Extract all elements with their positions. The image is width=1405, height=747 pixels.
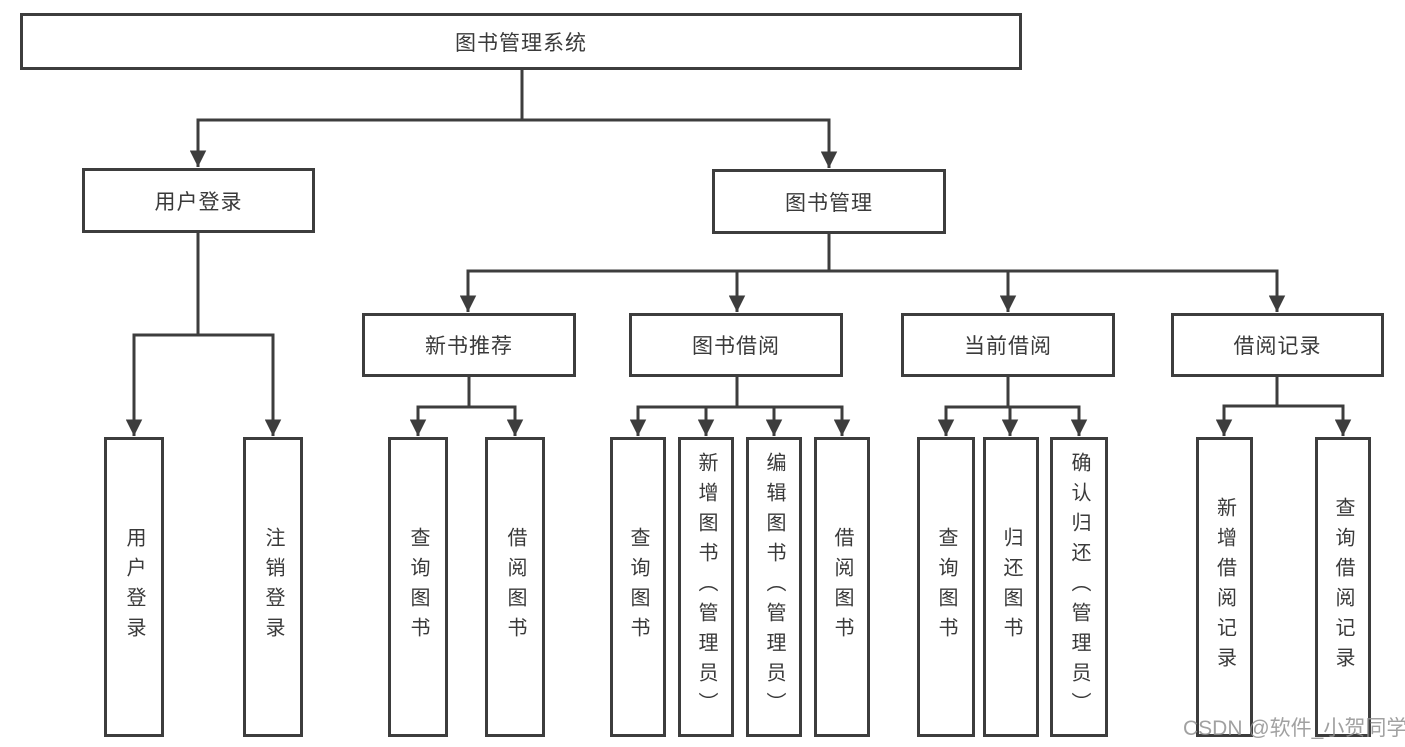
node-current-borrow: 当前借阅 xyxy=(901,313,1115,377)
leaf-bb-add-books-admin: 新增图书（管理员） xyxy=(678,437,734,737)
node-new-book-recommend: 新书推荐 xyxy=(362,313,576,377)
node-user-login: 用户登录 xyxy=(82,168,315,233)
leaf-bb-borrow-books: 借阅图书 xyxy=(814,437,870,737)
leaf-bb-edit-books-admin-label: 编辑图书（管理员） xyxy=(763,452,785,722)
leaf-cb-return-books-label: 归还图书 xyxy=(1000,527,1022,647)
leaf-br-add-record: 新增借阅记录 xyxy=(1196,437,1253,737)
leaf-logout-label: 注销登录 xyxy=(262,527,284,647)
leaf-logout: 注销登录 xyxy=(243,437,303,737)
node-borrow-records: 借阅记录 xyxy=(1171,313,1384,377)
leaf-bb-edit-books-admin: 编辑图书（管理员） xyxy=(746,437,802,737)
leaf-cb-query-books-label: 查询图书 xyxy=(935,527,957,647)
watermark: CSDN @软件_小贺同学 xyxy=(1183,717,1405,740)
leaf-bb-query-books-label: 查询图书 xyxy=(627,527,649,647)
leaf-bb-query-books: 查询图书 xyxy=(610,437,666,737)
leaf-cb-confirm-return-admin-label: 确认归还（管理员） xyxy=(1068,452,1090,722)
node-book-borrow: 图书借阅 xyxy=(629,313,843,377)
leaf-bb-add-books-admin-label: 新增图书（管理员） xyxy=(695,452,717,722)
leaf-user-login: 用户登录 xyxy=(104,437,164,737)
leaf-nb-query-books: 查询图书 xyxy=(388,437,448,737)
leaf-cb-return-books: 归还图书 xyxy=(983,437,1039,737)
node-book-management: 图书管理 xyxy=(712,169,946,234)
leaf-br-query-record: 查询借阅记录 xyxy=(1315,437,1371,737)
leaf-cb-confirm-return-admin: 确认归还（管理员） xyxy=(1050,437,1108,737)
leaf-nb-query-books-label: 查询图书 xyxy=(407,527,429,647)
leaf-cb-query-books: 查询图书 xyxy=(917,437,975,737)
leaf-br-add-record-label: 新增借阅记录 xyxy=(1213,497,1236,677)
leaf-nb-borrow-books: 借阅图书 xyxy=(485,437,545,737)
leaf-nb-borrow-books-label: 借阅图书 xyxy=(504,527,526,647)
node-system: 图书管理系统 xyxy=(20,13,1022,70)
leaf-user-login-label: 用户登录 xyxy=(123,527,145,647)
leaf-br-query-record-label: 查询借阅记录 xyxy=(1332,497,1354,677)
leaf-bb-borrow-books-label: 借阅图书 xyxy=(831,527,853,647)
